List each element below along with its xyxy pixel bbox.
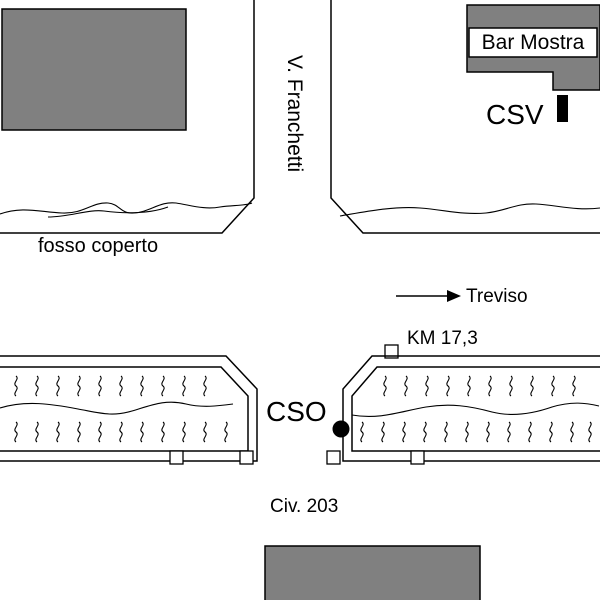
road-vertical-left-edge (0, 0, 255, 234)
km-label: KM 17,3 (407, 328, 478, 349)
marker-square (239, 450, 254, 465)
bar-mostra-label-box (468, 27, 598, 58)
road-left-centerline (0, 401, 234, 415)
street-label-v-franchetti: V. Franchetti (283, 55, 306, 172)
road-right-centerline (351, 402, 600, 418)
km-marker-square (384, 344, 399, 359)
marker-square (326, 450, 341, 465)
arrow-head (447, 290, 461, 302)
treviso-arrow (396, 290, 461, 302)
building-top-left (1, 8, 187, 131)
cso-label: CSO (266, 396, 327, 427)
marker-square (169, 450, 184, 465)
csv-entrance-marker (557, 95, 568, 122)
fosso-coperto-label: fosso coperto (38, 235, 158, 257)
bar-mostra-label: Bar Mostra (482, 31, 585, 54)
road-left-block (0, 355, 258, 465)
road-vertical-right-edge (330, 0, 600, 234)
csv-label: CSV (486, 99, 544, 130)
road-right-block (326, 355, 600, 465)
ditch-line-right (339, 203, 600, 217)
cso-marker-dot (332, 420, 350, 438)
civ-203-label: Civ. 203 (270, 496, 338, 517)
ditch-lines-left (0, 202, 253, 218)
treviso-label: Treviso (466, 286, 528, 307)
marker-square (410, 450, 425, 465)
building-bottom (264, 545, 481, 600)
